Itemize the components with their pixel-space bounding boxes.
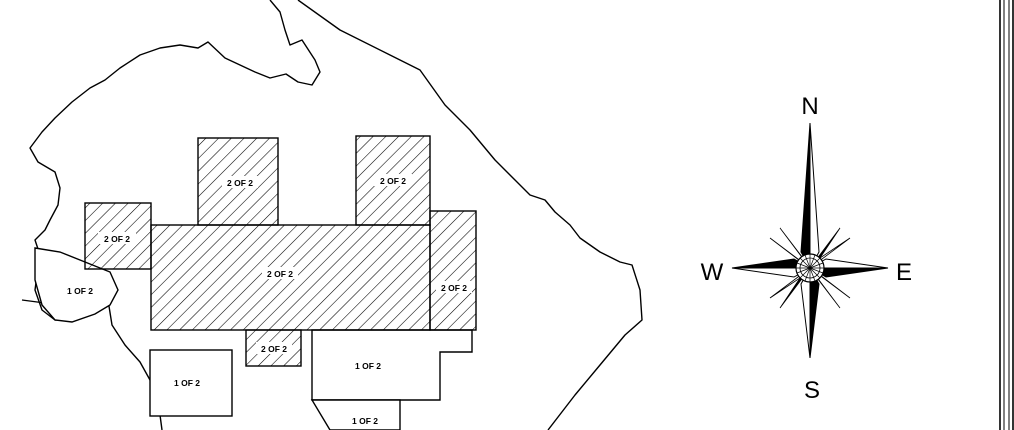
compass-rose-icon [731,122,889,359]
sheet-area-far-left [34,247,119,323]
label-hatch-left: 2 OF 2 [104,234,130,244]
boundary-outline-east [297,0,643,430]
label-plain-far-left: 1 OF 2 [67,286,93,296]
label-plain-bottom-left: 1 OF 2 [174,378,200,388]
label-hatch-center: 2 OF 2 [267,269,293,279]
compass-north-label: N [801,93,818,120]
label-hatch-right: 2 OF 2 [441,283,467,293]
sheet-area-left [84,202,152,270]
page-border [999,0,1014,430]
label-hatch-small: 2 OF 2 [261,344,287,354]
compass-west-label: W [701,259,724,286]
compass-east-label: E [896,259,912,286]
sheet-area-bottom-center [311,329,473,401]
compass-south-label: S [804,377,820,404]
label-plain-bottom-center: 1 OF 2 [355,361,381,371]
label-hatch-top-left: 2 OF 2 [227,178,253,188]
label-plain-bottom-lower: 1 OF 2 [352,416,378,426]
sheet-area-right [429,210,477,331]
sheet-area-bottom-lower [310,399,401,430]
sheet-area-bottom-left [149,349,233,417]
label-hatch-top-right: 2 OF 2 [380,176,406,186]
